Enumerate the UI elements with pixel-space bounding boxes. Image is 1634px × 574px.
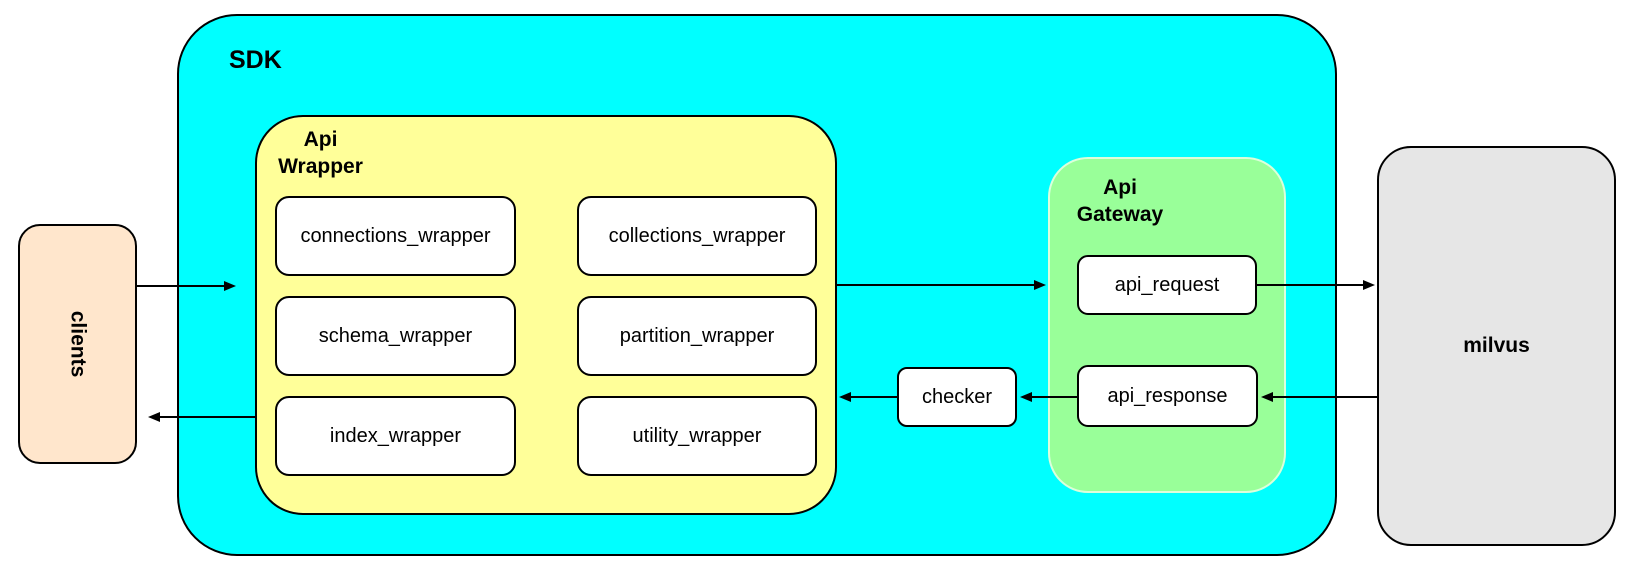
api-request-node: api_request bbox=[1077, 255, 1257, 315]
connections-wrapper-node: connections_wrapper bbox=[275, 196, 516, 276]
index-wrapper-node: index_wrapper bbox=[275, 396, 516, 476]
clients-label: clients bbox=[66, 310, 90, 378]
utility-wrapper-node: utility_wrapper bbox=[577, 396, 817, 476]
collections-wrapper-node: collections_wrapper bbox=[577, 196, 817, 276]
checker-node: checker bbox=[897, 367, 1017, 427]
milvus-label: milvus bbox=[1463, 334, 1530, 357]
partition-wrapper-node: partition_wrapper bbox=[577, 296, 817, 376]
api-gateway-label: Api Gateway bbox=[1076, 176, 1164, 226]
milvus-node: milvus bbox=[1377, 146, 1616, 546]
api-wrapper-label: Api Wrapper bbox=[278, 128, 363, 178]
api-gateway-container: Api Gateway bbox=[1048, 157, 1286, 493]
schema-wrapper-node: schema_wrapper bbox=[275, 296, 516, 376]
clients-node: clients bbox=[18, 224, 137, 464]
sdk-label: SDK bbox=[229, 46, 282, 74]
api-response-node: api_response bbox=[1077, 365, 1258, 427]
